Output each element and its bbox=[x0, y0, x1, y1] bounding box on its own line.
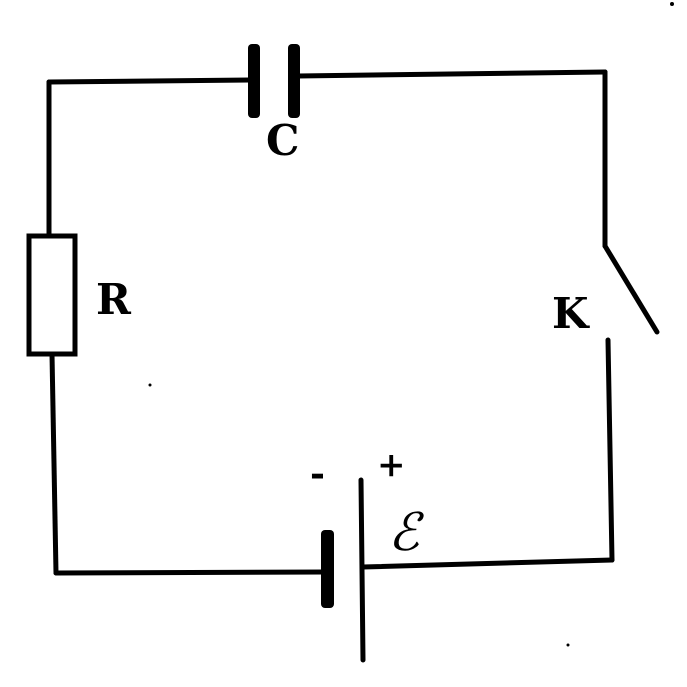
capacitor-plate-left bbox=[248, 44, 260, 118]
capacitor: C bbox=[248, 44, 300, 165]
wire-top-right bbox=[295, 69, 608, 79]
battery-negative-sign: - bbox=[310, 453, 325, 495]
battery-positive-plate bbox=[358, 477, 366, 663]
battery: - + ℰ bbox=[310, 445, 424, 663]
speck-1 bbox=[670, 2, 674, 6]
speck-3 bbox=[566, 643, 570, 647]
resistor-label: R bbox=[96, 275, 132, 324]
battery-positive-sign: + bbox=[377, 445, 406, 485]
speck-2 bbox=[148, 383, 152, 387]
resistor: R bbox=[26, 233, 132, 357]
switch: K bbox=[552, 243, 660, 338]
wire-right-lower bbox=[605, 337, 615, 563]
wire-top-left bbox=[46, 77, 253, 85]
wire-left-lower bbox=[49, 351, 59, 576]
capacitor-label: C bbox=[266, 116, 299, 165]
wire-bottom-right bbox=[360, 557, 615, 570]
resistor-body bbox=[26, 233, 78, 357]
wire-bottom-left bbox=[53, 569, 329, 576]
emf-label: ℰ bbox=[388, 503, 424, 563]
switch-label: K bbox=[552, 289, 590, 338]
capacitor-plate-right bbox=[288, 44, 300, 118]
switch-blade bbox=[602, 243, 660, 335]
battery-negative-plate bbox=[321, 530, 334, 608]
